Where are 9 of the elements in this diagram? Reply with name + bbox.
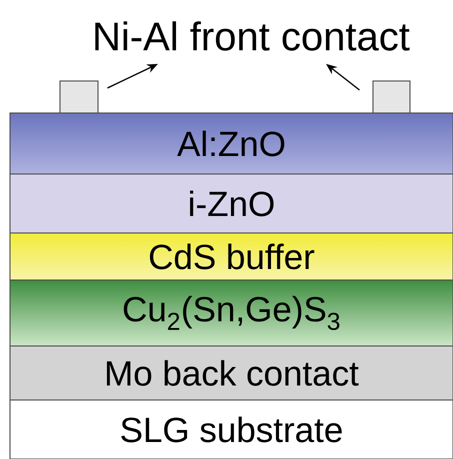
layer-band: CdS buffer bbox=[10, 232, 453, 280]
layer-band: Al:ZnO bbox=[10, 112, 453, 174]
contact-pad bbox=[372, 80, 410, 114]
layer-band: Cu$_{2}$(Sn,Ge)S$_{3}$ bbox=[10, 280, 453, 346]
heading: Ni-Al front contact bbox=[95, 21, 410, 51]
layer-band: SLG substrate bbox=[10, 400, 453, 459]
contact-pad bbox=[60, 80, 98, 114]
layer-band: Mo back contact bbox=[10, 346, 453, 400]
layer-band: i-ZnO bbox=[10, 174, 453, 234]
